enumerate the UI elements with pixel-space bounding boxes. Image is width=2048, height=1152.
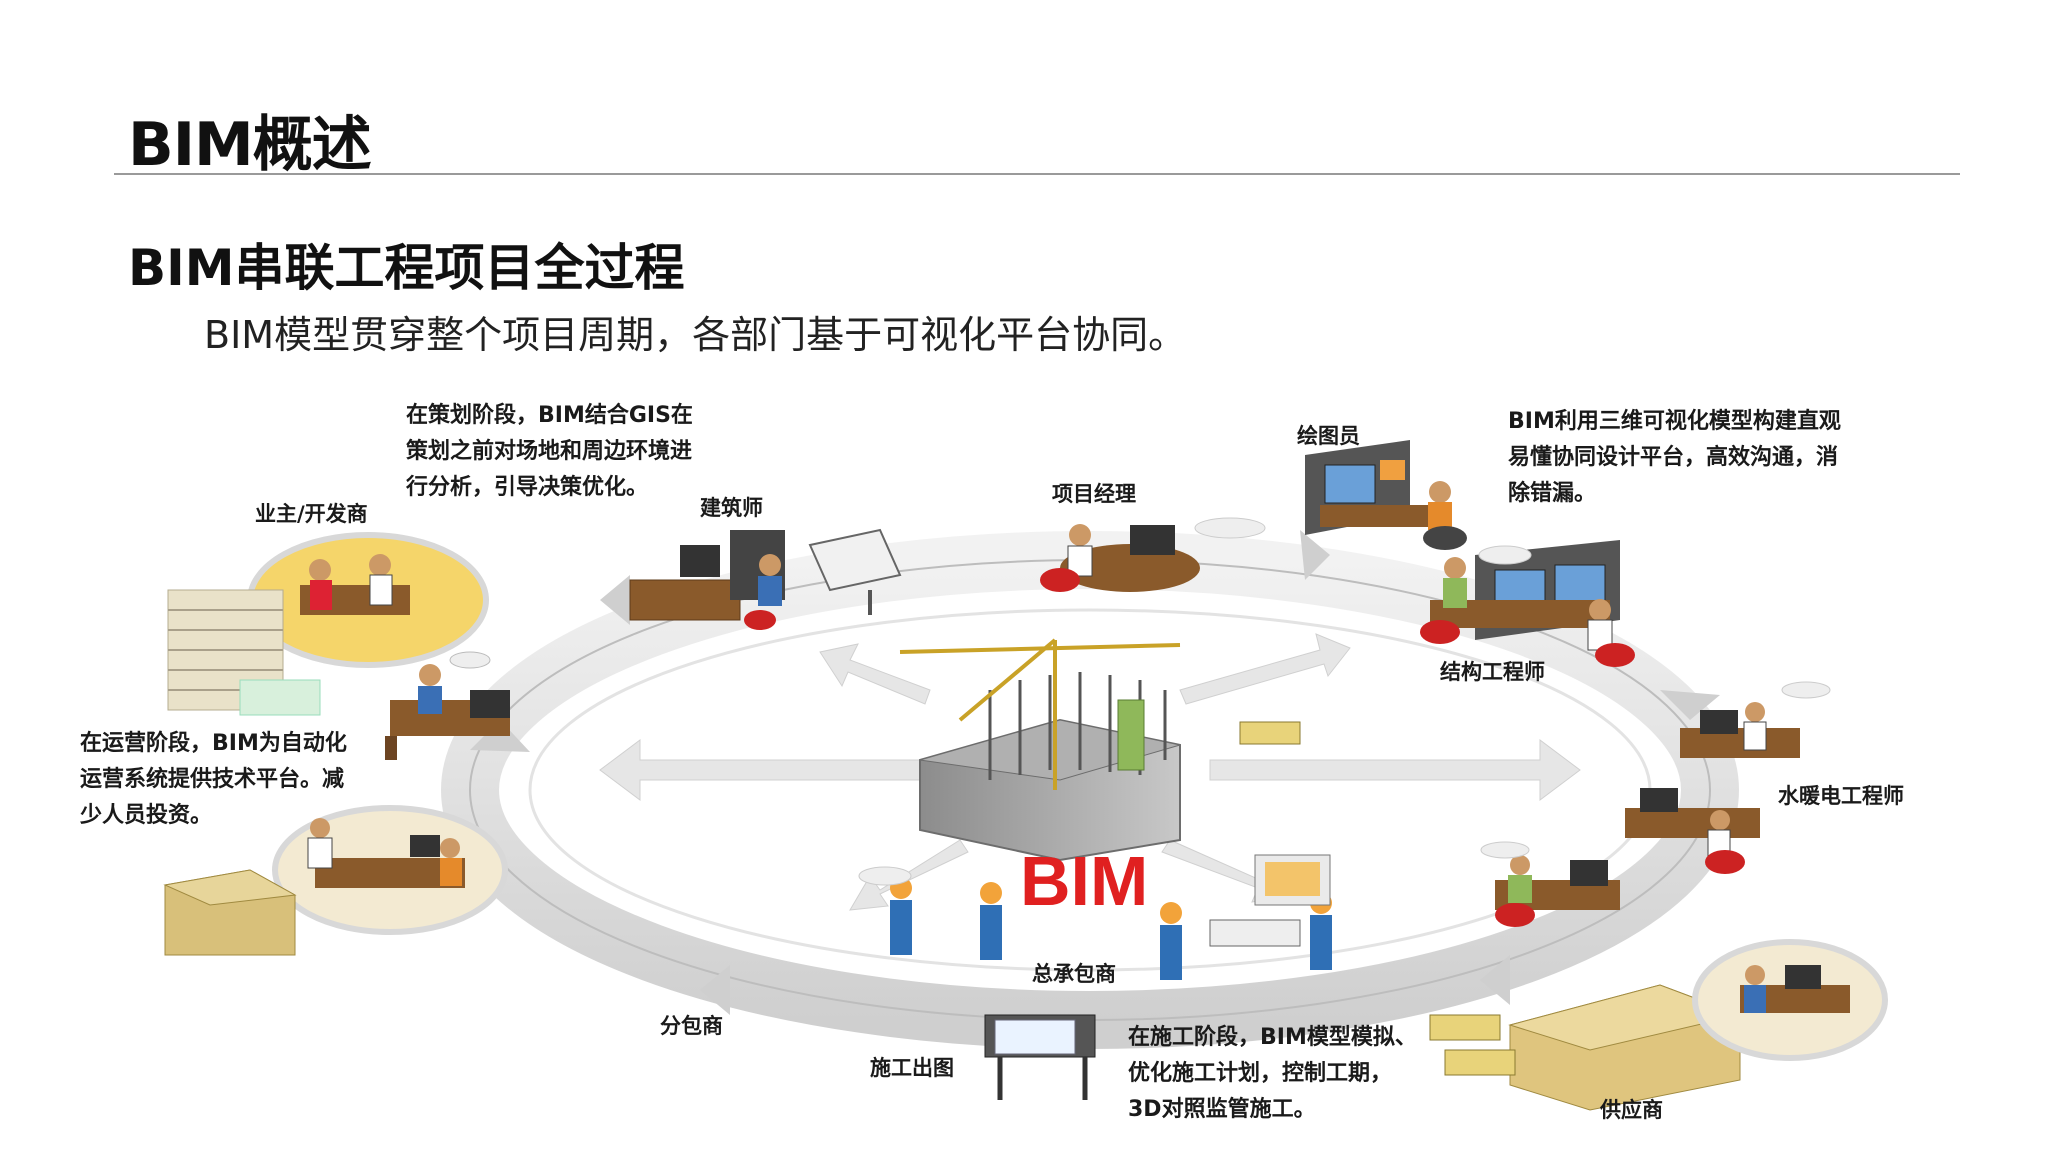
section-description: BIM模型贯穿整个项目周期，各部门基于可视化平台协同。 [204, 313, 1187, 357]
role-subcontractor: 分包商 [660, 1014, 723, 1038]
role-mep-engineer: 水暖电工程师 [1778, 784, 1904, 808]
note-line: 在运营阶段，BIM为自动化 [80, 731, 347, 756]
role-architect: 建筑师 [700, 496, 763, 520]
page-title: BIM概述 [128, 110, 372, 180]
note-line: 3D对照监管施工。 [1128, 1097, 1316, 1122]
central-building-illustration [899, 638, 1301, 862]
note-line: 少人员投资。 [80, 803, 213, 828]
architect-scene [629, 528, 902, 630]
note-line: 在策划阶段，BIM结合GIS在 [406, 403, 693, 428]
note-construction-stage: 在施工阶段，BIM模型模拟、 优化施工计划，控制工期， 3D对照监管施工。 [1128, 1020, 1417, 1128]
note-line: 策划之前对场地和周边环境进 [406, 439, 693, 464]
section-heading: BIM串联工程项目全过程 [128, 239, 685, 297]
supplier-scene [1429, 939, 1888, 1111]
note-line: 行分析，引导决策优化。 [406, 475, 649, 500]
role-general-contractor: 总承包商 [1032, 962, 1116, 986]
project-manager-scene [1040, 517, 1266, 592]
note-line: 除错漏。 [1508, 481, 1597, 506]
drafter-scene [1305, 440, 1467, 550]
note-line: 易懂协同设计平台，高效沟通，消 [1508, 445, 1839, 470]
operation-scene [163, 805, 508, 956]
note-design-stage: BIM利用三维可视化模型构建直观 易懂协同设计平台，高效沟通，消 除错漏。 [1508, 404, 1841, 512]
mep-engineer-scene [1480, 681, 1831, 927]
bim-center-label: BIM [1020, 842, 1148, 920]
general-contractor-scene [858, 854, 1332, 980]
note-line: 运营系统提供技术平台。减 [80, 767, 345, 792]
plotter-scene [984, 1014, 1096, 1100]
role-owner: 业主/开发商 [255, 502, 368, 526]
role-drafter: 绘图员 [1297, 424, 1360, 448]
note-operation-stage: 在运营阶段，BIM为自动化 运营系统提供技术平台。减 少人员投资。 [80, 726, 347, 834]
title-divider [114, 173, 1960, 175]
owner-scene [167, 532, 489, 716]
structural-engineer-scene [1420, 540, 1635, 667]
role-supplier: 供应商 [1600, 1098, 1663, 1122]
note-line: 优化施工计划，控制工期， [1128, 1061, 1393, 1086]
role-project-manager: 项目经理 [1052, 482, 1136, 506]
note-line: 在施工阶段，BIM模型模拟、 [1128, 1025, 1417, 1050]
note-planning-stage: 在策划阶段，BIM结合GIS在 策划之前对场地和周边环境进 行分析，引导决策优化… [406, 398, 693, 506]
operation-desk-scene [385, 651, 510, 760]
role-construction-drawing: 施工出图 [870, 1056, 954, 1080]
role-structural-engineer: 结构工程师 [1440, 660, 1545, 684]
note-line: BIM利用三维可视化模型构建直观 [1508, 409, 1841, 434]
